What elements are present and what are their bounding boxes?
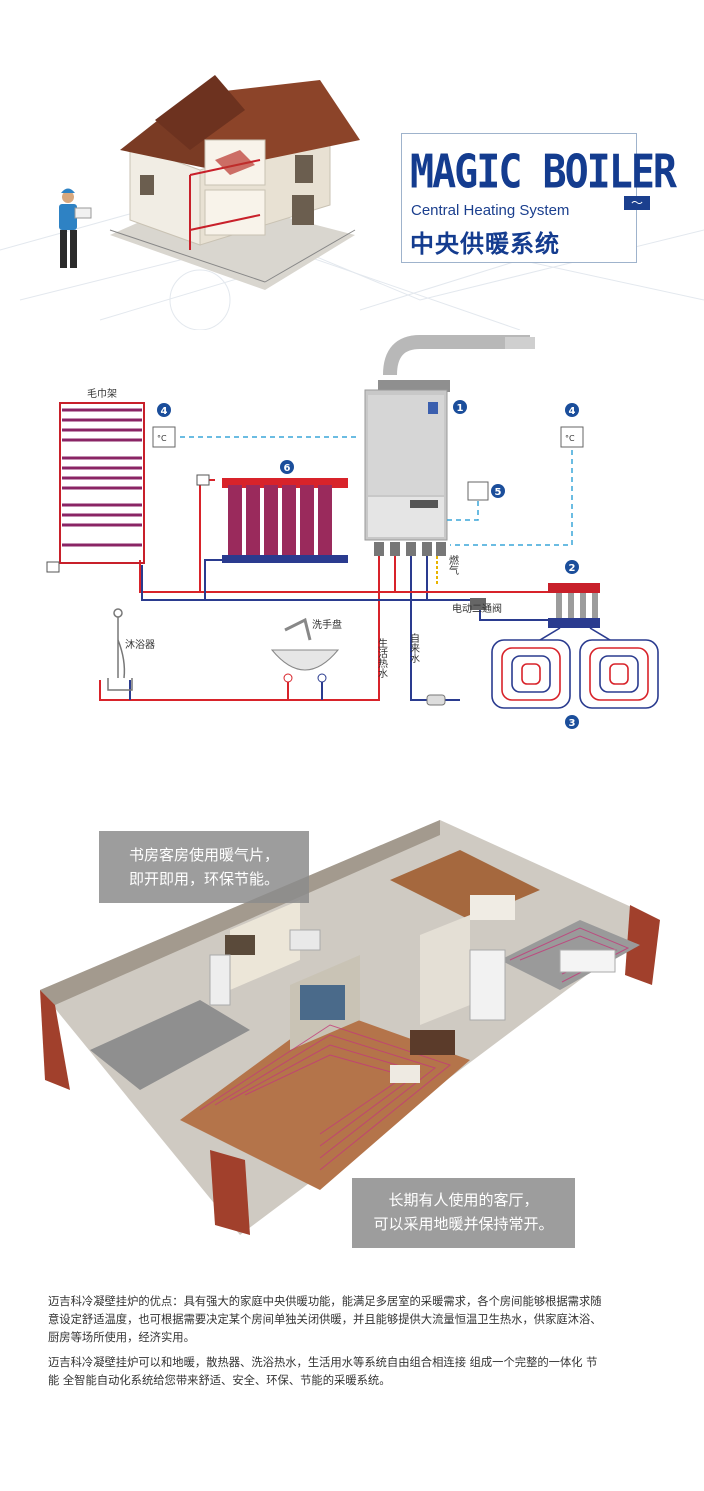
boiler-unit	[364, 335, 535, 556]
hero-banner	[0, 0, 704, 331]
apartment-3d-illustration	[0, 800, 704, 1260]
engineer-figure	[59, 188, 92, 268]
marker-3-text: 3	[569, 718, 576, 729]
marker-1	[453, 400, 467, 414]
marker-4-left-text: 4	[161, 406, 168, 417]
shower-label: 沐浴器	[125, 638, 155, 651]
para2-line: 能 全智能自动化系统给您带来舒适、安全、环保、节能的采暖系统。	[48, 1374, 391, 1387]
tap-water-label: 自来水	[408, 632, 420, 663]
marker-2-text: 2	[569, 563, 576, 574]
brand-title: MAGIC BOILER	[410, 146, 677, 199]
floor-heating-loops	[491, 627, 659, 709]
heating-schematic: 毛巾架 °C °C	[0, 330, 704, 750]
callout-living-line-2: 可以采用地暖并保持常开。	[373, 1215, 554, 1233]
marker-4-right-text: 4	[569, 406, 576, 417]
para1-line: 迈吉科冷凝壁挂炉的优点：具有强大的家庭中央供暖功能，能满足多居室的采暖需求，各个…	[48, 1295, 602, 1308]
marker-5-text: 5	[495, 487, 502, 498]
marker-4-right	[565, 403, 579, 417]
wash-basin-label: 洗手盘	[312, 618, 342, 631]
radiator	[196, 474, 348, 563]
marker-6-text: 6	[284, 463, 291, 474]
callout-study-line-2: 即开即用，环保节能。	[128, 870, 279, 888]
floor-heating-manifold	[470, 583, 600, 628]
marker-4-left	[157, 403, 171, 417]
marker-5	[491, 484, 505, 498]
description-paragraph-2: 迈吉科冷凝壁挂炉可以和地暖，散热器、洗浴热水，生活用水等系统自由组合相连接 组成…	[48, 1354, 658, 1390]
wave-icon: 〜	[624, 196, 650, 210]
thermostat-right	[560, 426, 584, 448]
brand-title-cn: 中央供暖系统	[410, 230, 560, 258]
gas-label: 燃气	[447, 554, 459, 575]
marker-6	[280, 460, 294, 474]
brand-subtitle: Central Heating System	[411, 202, 570, 219]
callout-study-line-1: 书房客房使用暖气片，	[128, 846, 279, 864]
thermostat-left	[152, 426, 176, 448]
marker-3	[565, 715, 579, 729]
room-controller	[467, 481, 489, 501]
description-paragraph-1: 迈吉科冷凝壁挂炉的优点：具有强大的家庭中央供暖功能，能满足多居室的采暖需求，各个…	[48, 1293, 658, 1347]
towel-rack	[46, 402, 145, 573]
para1-line: 厨房等场所使用，经济实用。	[48, 1331, 195, 1344]
house-cutaway-illustration	[109, 75, 360, 290]
marker-1-text: 1	[457, 403, 464, 414]
water-meter	[426, 694, 446, 706]
callout-study-room: 书房客房使用暖气片， 即开即用，环保节能。	[99, 831, 309, 903]
callout-living-room: 长期有人使用的客厅， 可以采用地暖并保持常开。	[352, 1178, 575, 1248]
hot-water-label: 生活热水	[376, 637, 388, 678]
marker-2	[565, 560, 579, 574]
shower	[107, 608, 133, 691]
valve-label: 电动二通阀	[452, 602, 502, 615]
thermostat-right-symbol: °C	[565, 434, 575, 443]
para2-line: 迈吉科冷凝壁挂炉可以和地暖，散热器、洗浴热水，生活用水等系统自由组合相连接 组成…	[48, 1356, 598, 1369]
wash-basin	[270, 617, 340, 683]
callout-living-line-1: 长期有人使用的客厅，	[388, 1191, 539, 1209]
thermostat-left-symbol: °C	[157, 434, 167, 443]
brand-box: MAGIC BOILER Central Heating System 〜 中央…	[401, 133, 677, 263]
para1-line: 意设定舒适温度，也可根据需要决定某个房间单独关闭供暖，并且能够提供大流量恒温卫生…	[48, 1313, 602, 1326]
towel-rack-label: 毛巾架	[87, 387, 117, 400]
